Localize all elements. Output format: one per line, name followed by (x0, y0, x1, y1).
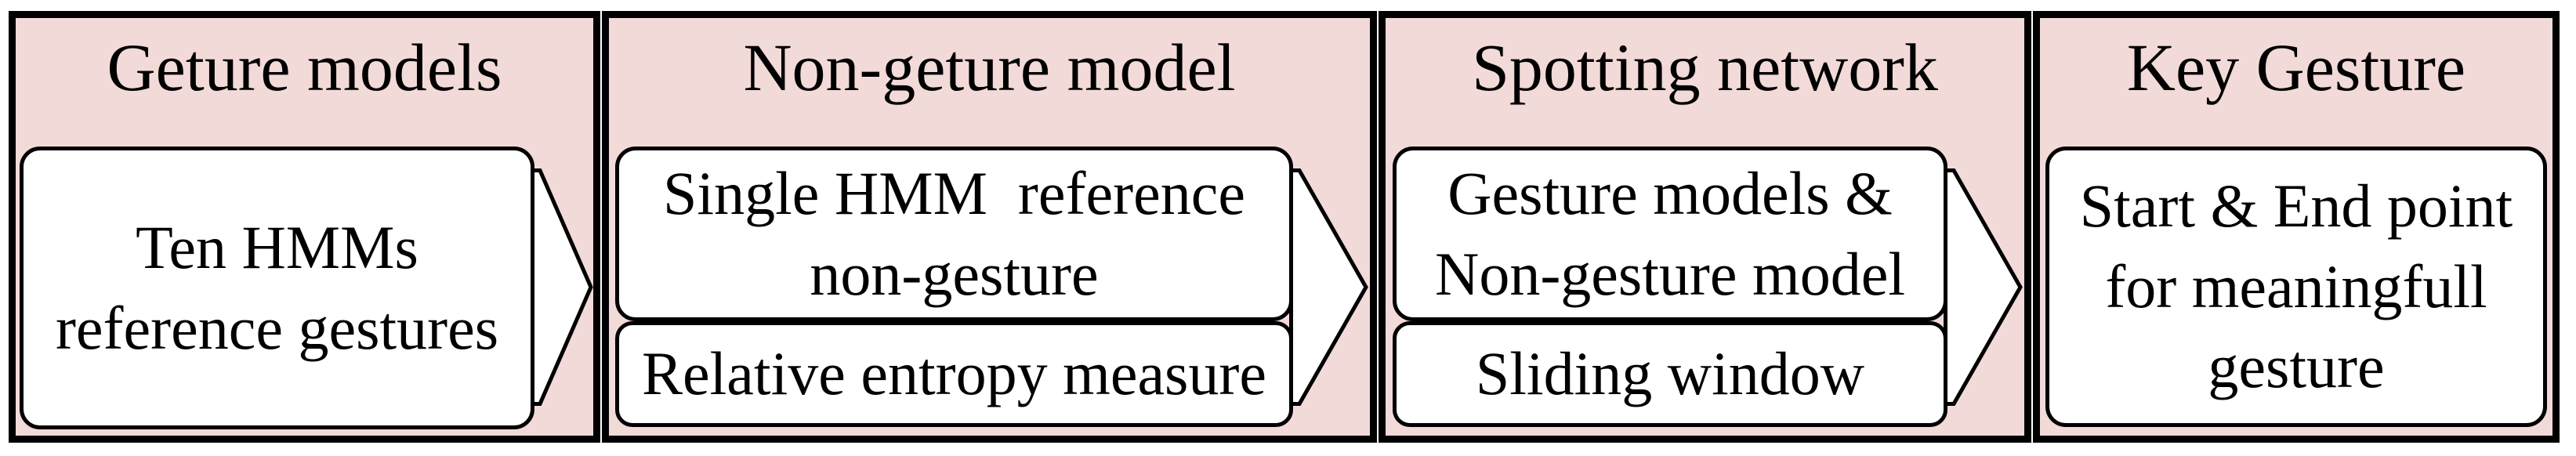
stage-box-label: Sliding window (1475, 339, 1865, 408)
panel-title: Non-geture model (743, 30, 1236, 105)
stage-box-label: Relative entropy measure (641, 339, 1267, 408)
stage-box: Start & End point for meaningfull gestur… (2045, 147, 2547, 427)
stage-box-label: Gesture models & Non-gesture model (1434, 158, 1905, 308)
flow-arrow-icon (1944, 168, 2023, 406)
stage-box: Relative entropy measure (615, 321, 1293, 427)
stage-box: Sliding window (1393, 321, 1947, 427)
panel-spotting-network: Spotting network Gesture models & Non-ge… (1379, 11, 2031, 443)
panel-title: Key Gesture (2126, 30, 2466, 105)
panel-title: Geture models (107, 30, 502, 105)
panel-non-gesture-model: Non-geture model Single HMM reference no… (602, 11, 1377, 443)
panel-title: Spotting network (1472, 30, 1938, 105)
stage-box-label: Single HMM reference non-gesture (663, 158, 1245, 308)
flow-arrow-icon (531, 168, 593, 406)
stage-box: Ten HMMs reference gestures (20, 147, 534, 429)
stage-box-label: Ten HMMs reference gestures (55, 212, 499, 362)
flow-arrow-icon (1289, 168, 1368, 406)
stage-box: Gesture models & Non-gesture model (1393, 147, 1947, 321)
stage-box-label: Start & End point for meaningfull gestur… (2079, 171, 2513, 401)
panel-key-gesture: Key Gesture Start & End point for meanin… (2033, 11, 2560, 443)
stage-box: Single HMM reference non-gesture (615, 147, 1293, 321)
panel-gesture-models: Geture models Ten HMMs reference gesture… (9, 11, 600, 443)
